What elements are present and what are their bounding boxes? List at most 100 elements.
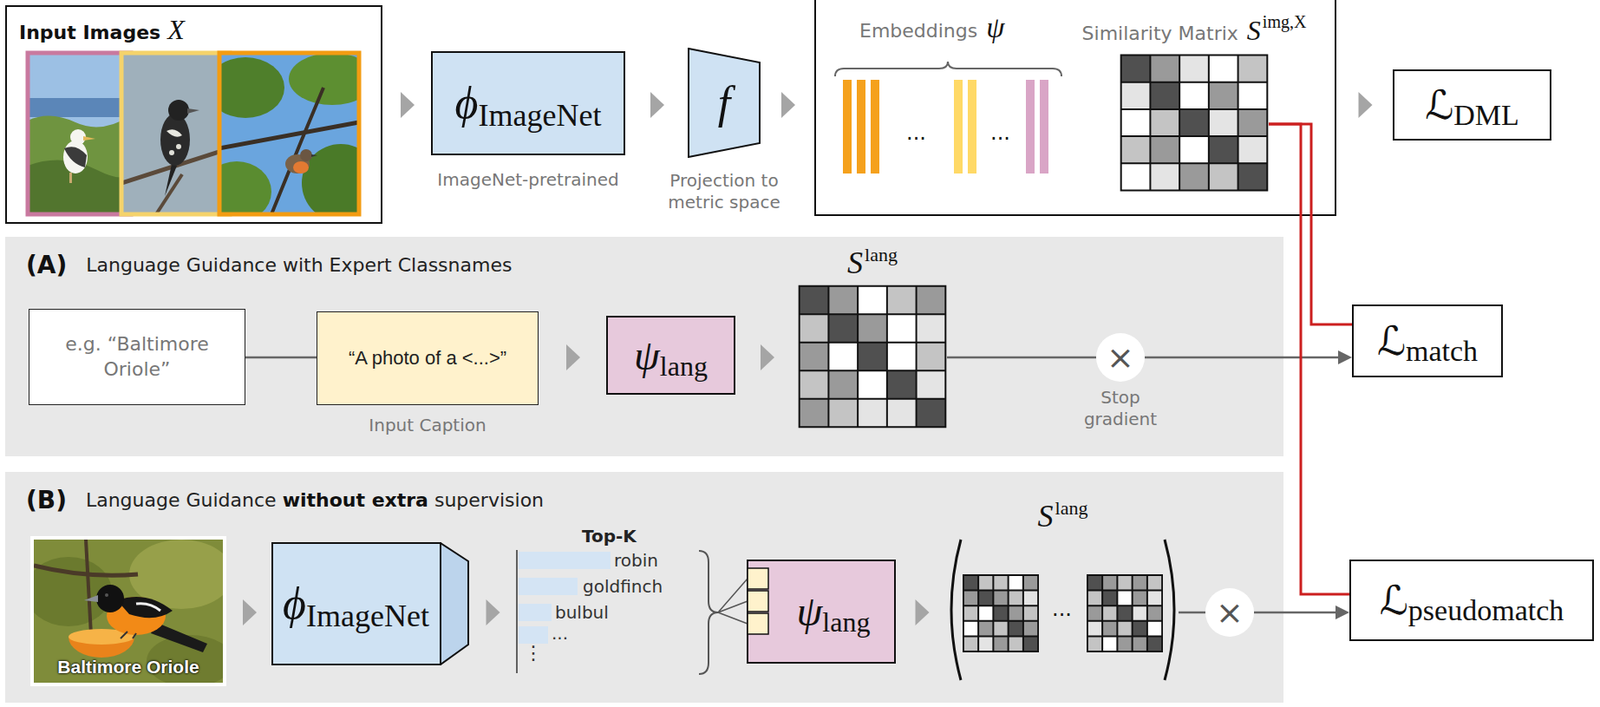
text-group: ... xyxy=(906,120,927,145)
drawing-part xyxy=(27,115,131,215)
connector xyxy=(760,344,775,371)
drawing-part xyxy=(121,52,230,215)
connector xyxy=(566,344,581,371)
drawing-part xyxy=(1087,605,1103,621)
label-text: X xyxy=(167,13,185,46)
drawing-part xyxy=(698,550,719,674)
label-text: supervision xyxy=(434,489,544,511)
drawing-part xyxy=(799,286,830,315)
text-group: (A)Language Guidance with Expert Classna… xyxy=(26,250,512,280)
drawing-part xyxy=(1116,635,1132,652)
label-text: bulbul xyxy=(555,601,609,623)
drawing-part xyxy=(187,108,200,114)
label-text: Language Guidance xyxy=(85,489,277,511)
drawing-part xyxy=(1164,539,1175,680)
label-text: ImageNet xyxy=(477,99,601,131)
drawing-part xyxy=(828,398,858,428)
flow-arrowhead xyxy=(781,91,796,118)
drawing-part xyxy=(857,342,888,372)
drawing-part xyxy=(828,286,858,315)
text-group: Input Caption xyxy=(282,414,573,436)
drawing-part xyxy=(202,52,380,223)
text-group: Projection to metric space xyxy=(641,169,807,214)
label-text: f xyxy=(718,80,731,126)
label-text: S xyxy=(1247,14,1261,46)
flow-arrowhead xyxy=(915,599,930,626)
drawing-part xyxy=(963,590,979,607)
drawing-part xyxy=(518,603,552,621)
topk-chart: Top-Krobingoldfinchbulbul...⋮ xyxy=(515,525,684,675)
text-group: ⋮ xyxy=(523,641,543,664)
drawing-part xyxy=(1087,574,1163,652)
drawing-part xyxy=(104,593,109,597)
connector xyxy=(915,599,930,626)
drawing-part xyxy=(1008,635,1024,652)
label-text: match xyxy=(1405,336,1478,366)
drawing-part xyxy=(1179,109,1209,137)
similarity-matrix xyxy=(1119,53,1269,192)
label-text: Input Images xyxy=(19,21,161,44)
drawing-part xyxy=(963,574,1039,652)
label-text: Similarity Matrix xyxy=(1082,22,1239,45)
drawing-part xyxy=(916,313,947,343)
connector xyxy=(242,599,257,626)
section-band: (A)Language Guidance with Expert Classna… xyxy=(5,236,1284,457)
text-group: Input Images X xyxy=(19,13,185,46)
drawing-part xyxy=(27,52,131,215)
drawing-part xyxy=(1132,635,1148,652)
label-text: Baltimore Oriole xyxy=(57,656,199,677)
text-group: ... xyxy=(1051,596,1072,621)
caption-box: “A photo of a <...>”Input Caption xyxy=(316,311,539,405)
label-text: ℒ xyxy=(1377,320,1406,361)
drawing-part xyxy=(1121,55,1151,83)
drawing-part xyxy=(1087,635,1103,652)
drawing-part xyxy=(856,79,866,174)
drawing-part xyxy=(1102,574,1117,591)
drawing-part xyxy=(1102,620,1117,637)
drawing-part xyxy=(953,79,963,174)
drawing-part xyxy=(120,631,137,639)
label-text: lang xyxy=(1055,496,1089,519)
label-text: Input Caption xyxy=(368,414,486,436)
label-text: Stop gradient xyxy=(1084,386,1157,430)
drawing-part xyxy=(1208,82,1239,110)
text-group: (B)Language Guidancewithout extrasupervi… xyxy=(26,485,544,515)
connector xyxy=(1268,124,1350,595)
label-text: “A photo of a <...>” xyxy=(348,346,507,370)
drawing-part xyxy=(799,370,830,399)
language-encoder: ψlang xyxy=(746,559,896,664)
text-group: ϕImageNet xyxy=(432,52,624,154)
drawing-part xyxy=(992,590,1008,607)
flow-arrowhead xyxy=(650,91,665,118)
drawing-part xyxy=(1179,55,1209,83)
label-text: ϕ xyxy=(282,581,307,627)
connector xyxy=(1178,612,1206,614)
loss-box: ℒpseudomatch xyxy=(1349,559,1594,641)
drawing-part xyxy=(992,620,1008,637)
connector xyxy=(781,91,796,118)
drawing-part xyxy=(1208,109,1239,137)
drawing-part xyxy=(164,163,177,196)
drawing-part xyxy=(887,286,917,315)
drawing-part xyxy=(300,149,313,162)
drawing-part xyxy=(69,172,72,183)
text-group: “A photo of a <...>” xyxy=(317,312,538,405)
guidance-line xyxy=(1268,124,1352,325)
label-text: (A) xyxy=(26,250,67,280)
label-text: goldfinch xyxy=(582,575,663,597)
drawing-part xyxy=(1087,574,1103,591)
drawing-part xyxy=(1087,590,1103,607)
drawing-part xyxy=(916,398,947,428)
drawing-part xyxy=(121,52,230,215)
drawing-part xyxy=(271,87,324,215)
text-group: f xyxy=(687,47,761,158)
classname-box: e.g. “Baltimore Oriole” xyxy=(28,308,246,405)
label-text: ℒ xyxy=(1424,84,1454,125)
text-group: ℒpseudomatch xyxy=(1351,561,1593,640)
drawing-part xyxy=(1121,136,1151,164)
drawing-part xyxy=(288,52,376,105)
label-text: img,X xyxy=(1262,12,1307,32)
input-images-panel: Input Images X xyxy=(5,5,383,224)
flow-arrowhead xyxy=(486,599,501,626)
